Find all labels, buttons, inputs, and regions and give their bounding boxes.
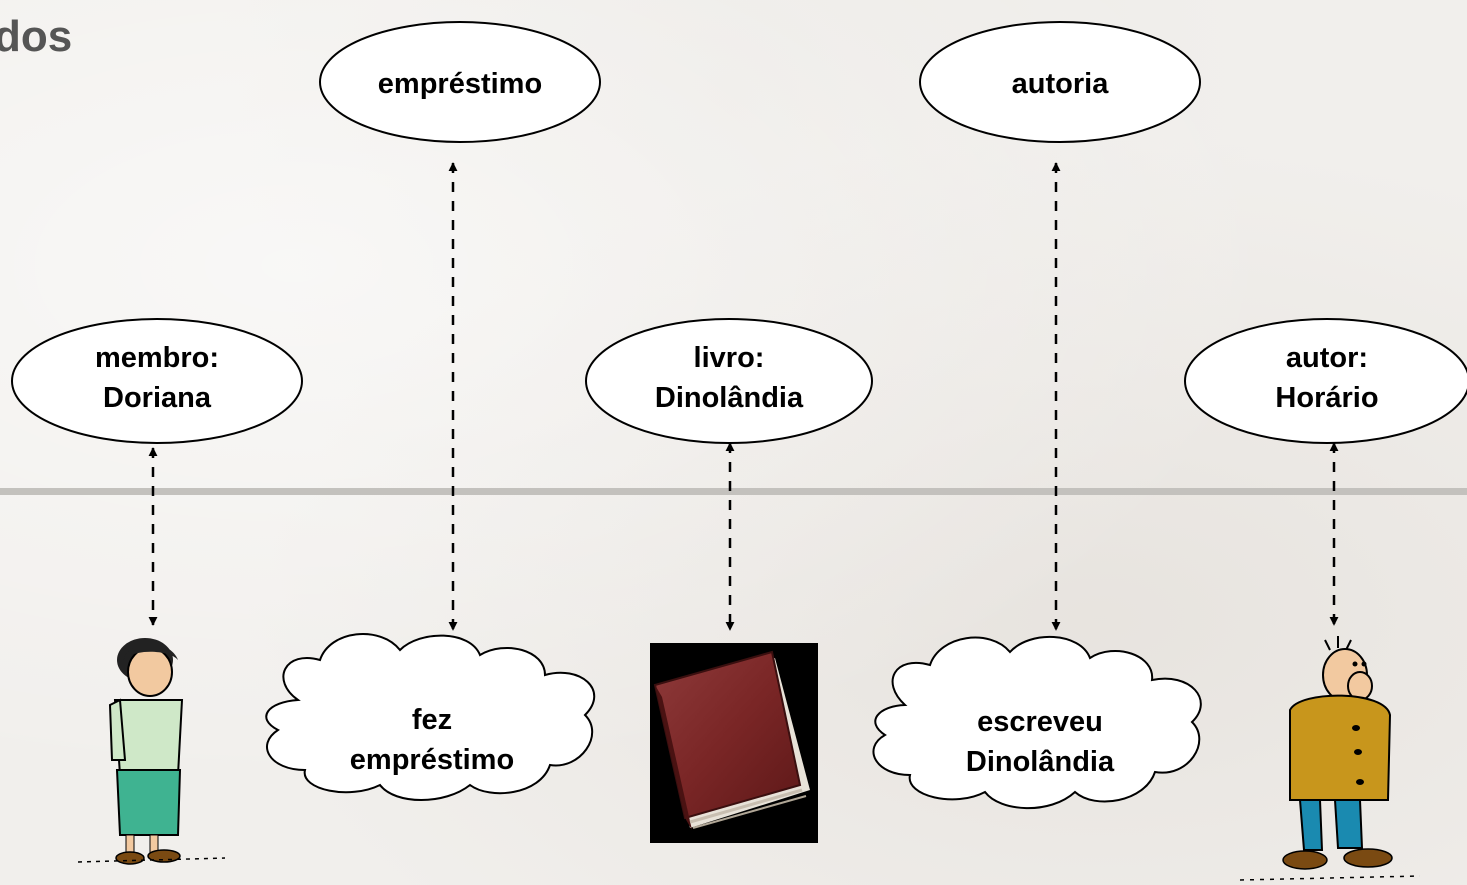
concept-membro-line2: Doriana	[103, 382, 212, 414]
event-escreveu-line2: Dinolândia	[966, 746, 1115, 778]
event-fez-line2: empréstimo	[350, 744, 514, 776]
concept-autor-line1: autor:	[1286, 342, 1368, 374]
event-fez-line1: fez	[412, 704, 452, 736]
concept-autor-line2: Horário	[1275, 382, 1378, 414]
slide-title: dos	[0, 12, 73, 61]
concept-emprestimo-label: empréstimo	[378, 68, 542, 100]
concept-membro: membro: Doriana	[11, 318, 303, 444]
book-illustration	[650, 643, 818, 843]
concept-livro-line1: livro:	[694, 342, 765, 374]
event-cloud-fez-emprestimo: fez empréstimo	[265, 633, 596, 801]
event-escreveu-line1: escreveu	[977, 706, 1103, 738]
man-figure	[1239, 636, 1421, 881]
concept-autoria: autoria	[919, 21, 1201, 143]
concept-livro-line2: Dinolândia	[655, 382, 804, 414]
concept-emprestimo: empréstimo	[319, 21, 601, 143]
concept-autoria-label: autoria	[1012, 68, 1110, 100]
concept-membro-line1: membro:	[95, 342, 219, 374]
concept-autor: autor: Horário	[1184, 318, 1467, 444]
woman-figure	[77, 638, 226, 865]
concept-livro: livro: Dinolândia	[585, 318, 873, 444]
event-cloud-escreveu: escreveu Dinolândia	[872, 635, 1202, 810]
